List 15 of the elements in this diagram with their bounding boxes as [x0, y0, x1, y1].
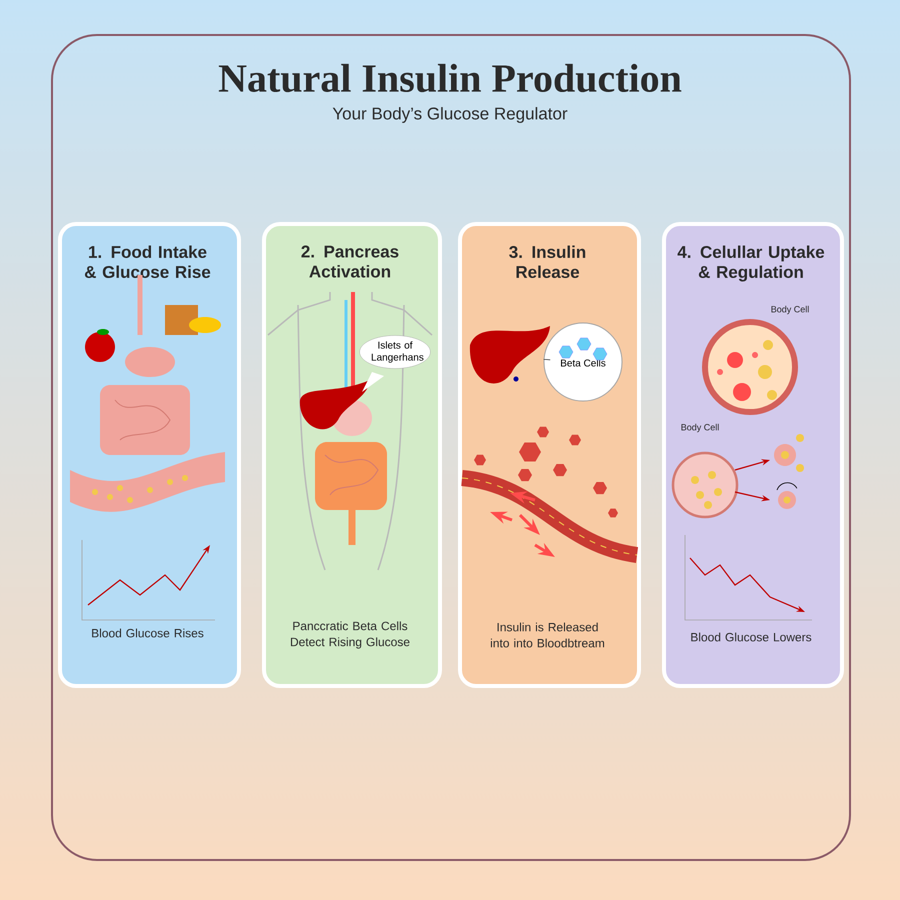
step-caption: Blood Glucose Rises — [92, 628, 204, 638]
step-heading: 4. Celullar Uptake & Regulation — [678, 246, 824, 282]
step-heading: 1. Food Intake & Glucose Rise — [84, 246, 210, 278]
step-heading: 2. Pancreas Activation — [301, 246, 398, 278]
speech-bubble: Islets of Langerhans — [359, 335, 431, 392]
step-caption: Panccratic Beta Cells Detect Rising Glucose — [290, 621, 410, 649]
leader-line — [543, 358, 551, 360]
step-caption: Insulin is Released into into Bloodbtream — [490, 622, 604, 648]
step-caption: Blood Glucose Lowers — [691, 632, 812, 642]
subtitle: Your Body’s Glucose Regulator — [332, 107, 568, 123]
cell-label: Body Cell — [771, 306, 809, 314]
title: Natural Insulin Production — [218, 64, 682, 92]
pancreas-picture — [470, 326, 550, 384]
cell-label: Body Cell — [681, 424, 719, 432]
step-heading: 3. Insulin Release — [509, 246, 586, 278]
